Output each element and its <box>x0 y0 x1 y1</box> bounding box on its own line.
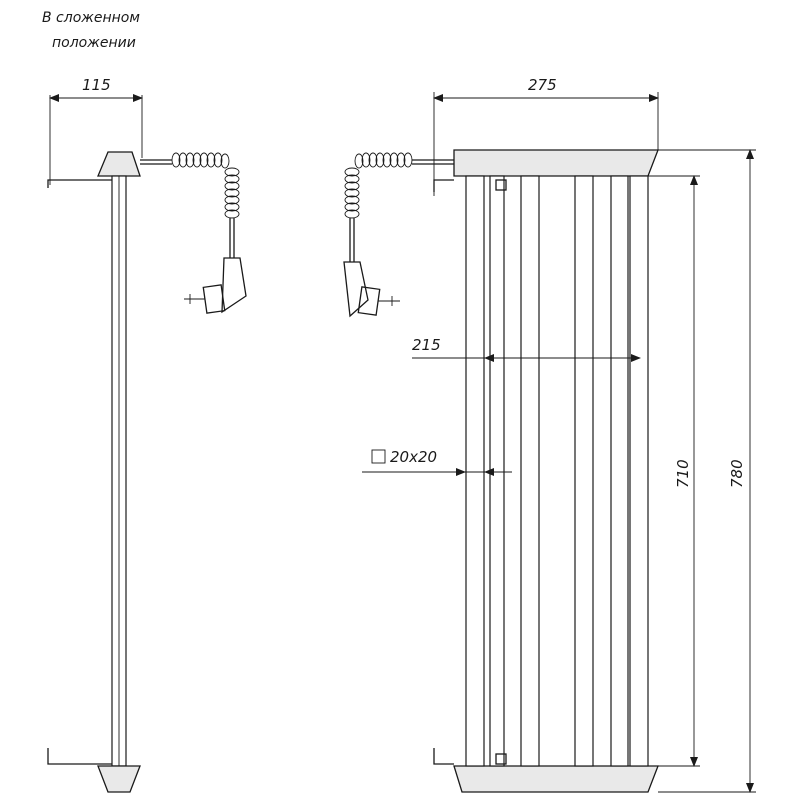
coiled-cord-open <box>344 152 413 219</box>
bottom-bolt <box>495 753 507 765</box>
folded-side-view: 115 <box>47 76 247 793</box>
top-cap <box>97 151 141 177</box>
plug-icon <box>184 257 247 314</box>
rail-4 <box>610 175 629 767</box>
bottom-hook <box>47 748 112 765</box>
rail-3 <box>574 175 594 767</box>
dim-total-height: 780 <box>728 459 746 488</box>
frame-left-bar <box>465 175 485 767</box>
dim-inner-height: 710 <box>674 459 692 488</box>
square-section-icon <box>371 449 386 464</box>
plug-icon-open <box>343 261 400 318</box>
frame-right-bar <box>629 175 649 767</box>
dim-total-width: 275 <box>528 76 557 94</box>
bottom-cap-open <box>453 765 659 793</box>
dim-inner-width: 215 <box>412 336 441 354</box>
bottom-cap <box>97 765 141 793</box>
folded-note-line2: положении <box>52 35 136 51</box>
top-bolt <box>495 179 507 191</box>
dim-tube-section: 20x20 <box>390 448 437 466</box>
top-cap-open <box>453 149 659 177</box>
top-hook <box>47 179 112 188</box>
folded-note-line1: В сложенном <box>42 10 140 26</box>
coiled-cord <box>171 152 240 219</box>
open-front-view: 275 <box>343 76 756 793</box>
rail-2 <box>520 175 540 767</box>
dim-folded-width: 115 <box>82 76 111 94</box>
